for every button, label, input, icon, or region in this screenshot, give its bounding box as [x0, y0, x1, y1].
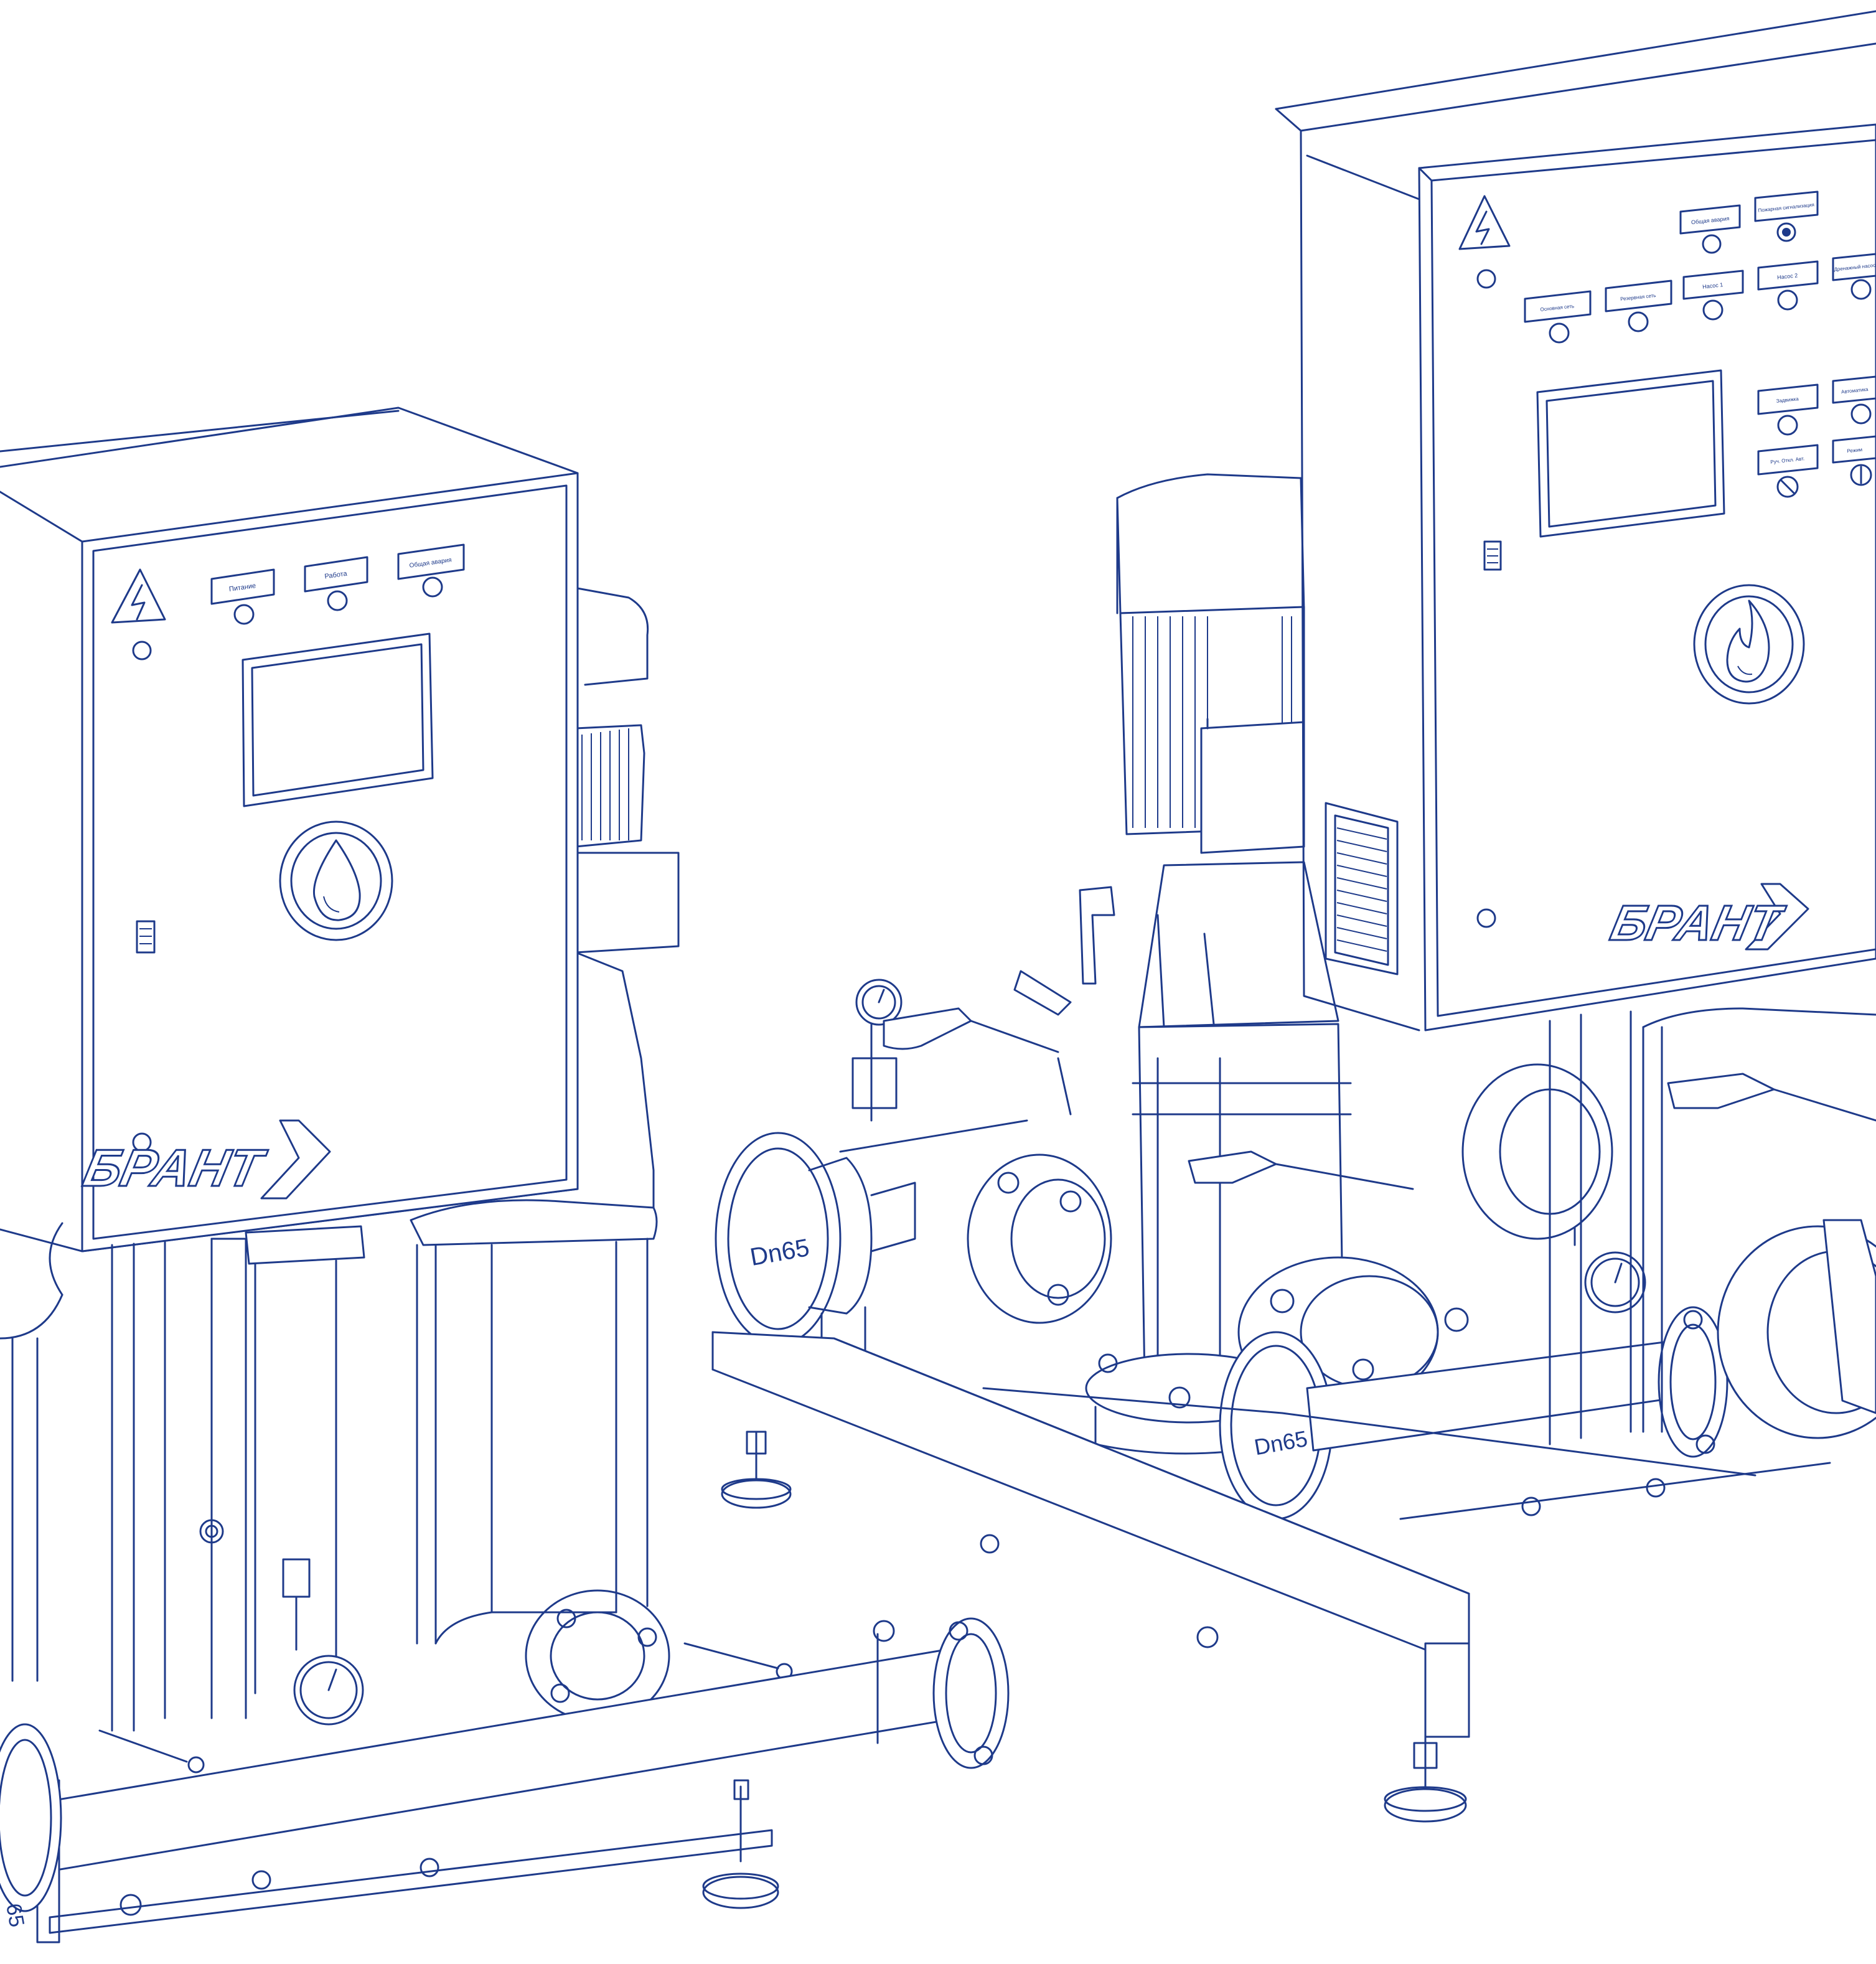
left-pump-station: Питание Работа Общая авария — [0, 406, 1010, 1943]
right-second-pump — [1461, 1007, 1876, 1439]
right-side-label-4: Режим — [1847, 447, 1862, 454]
right-frame-foot-left — [721, 1431, 792, 1509]
right-panel-screw-bottom — [1476, 908, 1496, 928]
left-flowmeter: 65 — [0, 1723, 62, 1929]
left-base-frame — [49, 1779, 779, 1934]
right-base-frame — [711, 1010, 1831, 1823]
left-display-screen — [242, 632, 434, 807]
left-brand-text: БРАНТ — [78, 1139, 271, 1197]
right-control-cabinet: Общая авария Пожарная сигнализация Основ… — [1275, 10, 1876, 1031]
right-pump-station: Dn65 — [711, 10, 1876, 1823]
left-panel-screw-bottom — [132, 1132, 152, 1152]
right-valve-upper-lever — [1057, 886, 1115, 1116]
right-discharge-manifold — [1306, 1306, 1728, 1458]
right-side-label-1: Задвижка — [1776, 396, 1799, 404]
left-brand-logo: БРАНТ — [78, 1119, 331, 1200]
left-frame-bolt — [199, 1519, 224, 1544]
left-warning-icon — [111, 568, 166, 624]
right-brand-logo: БРАНТ — [1605, 883, 1809, 952]
right-mode-switch-1 — [1776, 476, 1799, 498]
left-pressure-gauge — [282, 1558, 364, 1726]
right-cabinet-side-vent — [1325, 802, 1399, 975]
left-indicator-2: Работа — [304, 556, 368, 611]
left-indicator-label-2: Работа — [324, 570, 348, 580]
right-mode-switch-2 — [1850, 464, 1872, 486]
right-pressure-gauge-left — [851, 979, 903, 1122]
left-panel-vent — [136, 920, 156, 954]
left-discharge-manifold — [24, 1617, 1010, 1943]
left-control-cabinet: Питание Работа Общая авария — [0, 406, 579, 1252]
right-display-screen — [1536, 369, 1725, 538]
right-motor — [1116, 473, 1339, 1028]
left-back-motor-fins — [581, 728, 629, 840]
right-brand-text: БРАНТ — [1606, 896, 1789, 951]
right-warning-icon — [1458, 195, 1511, 250]
right-row-label-3: Насос 1 — [1702, 281, 1724, 289]
left-water-drop-emblem — [279, 820, 393, 941]
right-frame-foot-front — [1384, 1736, 1467, 1823]
right-row-label-4: Насос 2 — [1777, 272, 1798, 280]
left-flowmeter-label: 65 — [1, 1902, 29, 1929]
left-ball-valve-handle-1 — [683, 1642, 793, 1680]
right-flowmeter-left: Dn65 — [715, 1132, 916, 1358]
right-butterfly-valve-1 — [967, 1153, 1112, 1324]
left-indicator-1: Питание — [210, 568, 275, 625]
right-flowmeter-center: Dn65 — [1219, 1331, 1333, 1520]
right-panel-vent — [1483, 540, 1502, 571]
left-back-motor — [559, 584, 680, 1209]
right-fire-flame-emblem — [1693, 584, 1805, 705]
left-indicator-label-1: Питание — [228, 582, 256, 593]
left-ball-valve-handle-2 — [98, 1729, 205, 1774]
right-panel-screw-top — [1476, 269, 1496, 289]
left-panel-screw-top — [132, 641, 152, 660]
left-frame-and-pumps: 65 — [0, 1199, 1010, 1943]
right-valve-handle-upper — [883, 970, 1072, 1053]
